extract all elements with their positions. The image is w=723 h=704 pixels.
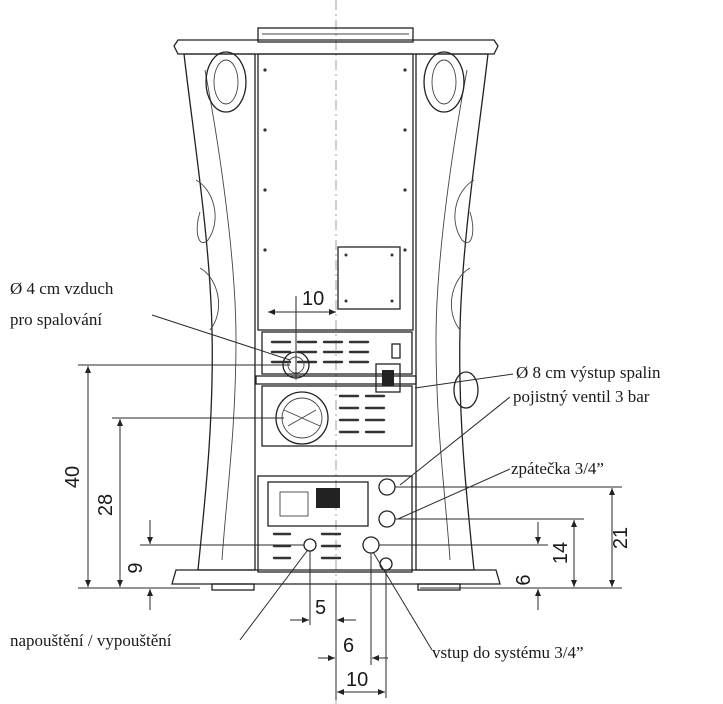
label-air-inlet-line2: pro spalování	[10, 310, 102, 329]
dim-5: 5	[315, 597, 326, 619]
dim-6-right: 6	[513, 574, 535, 585]
dimension-lines	[78, 296, 622, 700]
dim-21: 21	[610, 527, 632, 549]
label-fill-drain: napouštění / vypouštění	[10, 631, 172, 650]
dim-28: 28	[95, 494, 117, 516]
dim-top-10: 10	[302, 288, 324, 310]
dim-40: 40	[62, 466, 84, 488]
label-return: zpátečka 3/4”	[511, 459, 604, 478]
label-air-inlet-line1: Ø 4 cm vzduch	[10, 279, 114, 298]
stove-body	[171, 27, 501, 591]
label-safety-valve: pojistný ventil 3 bar	[513, 387, 650, 406]
safety-valve-circle	[378, 478, 396, 496]
return-circle	[378, 510, 396, 528]
label-flue-outlet: Ø 8 cm výstup spalin	[516, 363, 661, 382]
label-system-inlet: vstup do systému 3/4”	[432, 643, 584, 662]
dim-6-bottom: 6	[343, 635, 354, 657]
dim-9: 9	[125, 562, 147, 573]
system-inlet-circle	[362, 536, 380, 554]
fill-drain-circle	[303, 538, 317, 552]
leader-lines	[151, 314, 514, 651]
dim-10-bottom: 10	[346, 669, 368, 691]
dim-14: 14	[550, 542, 572, 564]
